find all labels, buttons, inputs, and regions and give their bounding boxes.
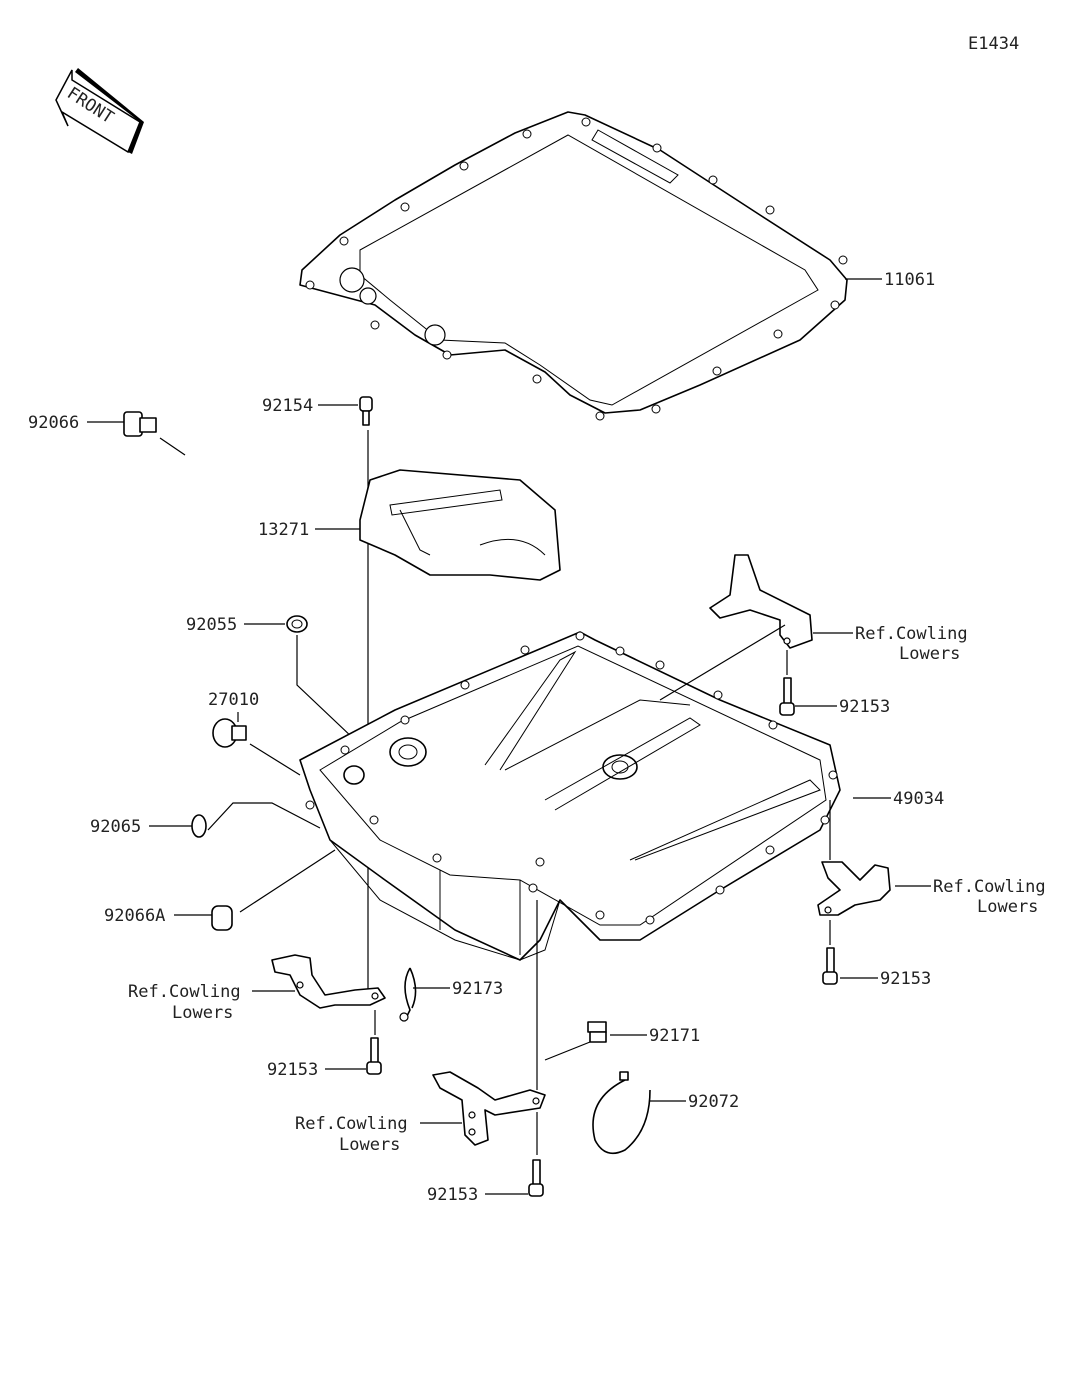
bolt-92154: [359, 396, 373, 426]
bracket-left: [271, 954, 386, 1009]
part-label-92072: 92072: [688, 1092, 739, 1112]
bolt-92153-tr: [779, 677, 795, 716]
plug-92066A: [211, 905, 233, 931]
ref-label-r-line1: Ref.Cowling: [933, 877, 1046, 897]
part-label-27010: 27010: [208, 690, 259, 710]
part-label-92171: 92171: [649, 1026, 700, 1046]
part-label-92066: 92066: [28, 413, 79, 433]
band-92072: [592, 1079, 651, 1155]
part-label-92153-l: 92153: [267, 1060, 318, 1080]
baffle-plate-13271: [359, 469, 561, 581]
part-label-92153-tr: 92153: [839, 697, 890, 717]
part-label-49034: 49034: [893, 789, 944, 809]
bolt-92153-b: [528, 1159, 544, 1197]
oil-pan-49034: [299, 631, 841, 961]
ref-label-b-line2: Lowers: [339, 1135, 400, 1155]
part-label-92066A: 92066A: [104, 906, 165, 926]
part-label-92055: 92055: [186, 615, 237, 635]
ref-label-l-line1: Ref.Cowling: [128, 982, 241, 1002]
ref-label-l-line2: Lowers: [172, 1003, 233, 1023]
ref-label-tr-line1: Ref.Cowling: [855, 624, 968, 644]
oil-pressure-switch-27010: [212, 718, 247, 748]
part-label-13271: 13271: [258, 520, 309, 540]
part-label-92065: 92065: [90, 817, 141, 837]
ref-label-b-line1: Ref.Cowling: [295, 1114, 408, 1134]
washer-92065: [191, 814, 207, 838]
oil-pan-gasket: [299, 111, 848, 421]
clip-92173: [404, 967, 417, 1021]
bolt-92153-l: [366, 1037, 382, 1075]
part-label-92173: 92173: [452, 979, 503, 999]
part-label-92153-r: 92153: [880, 969, 931, 989]
ref-label-r-line2: Lowers: [977, 897, 1038, 917]
part-label-92153-b: 92153: [427, 1185, 478, 1205]
front-arrow-icon: FRONT: [55, 68, 144, 154]
bracket-top-right: [709, 554, 813, 649]
clamp-92171: [587, 1021, 607, 1043]
drain-plug-92066: [123, 411, 157, 437]
bracket-right: [817, 861, 891, 916]
oring-92055: [286, 615, 308, 633]
bracket-bottom: [432, 1071, 546, 1146]
bolt-92153-r: [822, 947, 838, 985]
part-label-11061: 11061: [884, 270, 935, 290]
part-label-92154: 92154: [262, 396, 313, 416]
diagram-id: E1434: [968, 34, 1019, 54]
ref-label-tr-line2: Lowers: [899, 644, 960, 664]
